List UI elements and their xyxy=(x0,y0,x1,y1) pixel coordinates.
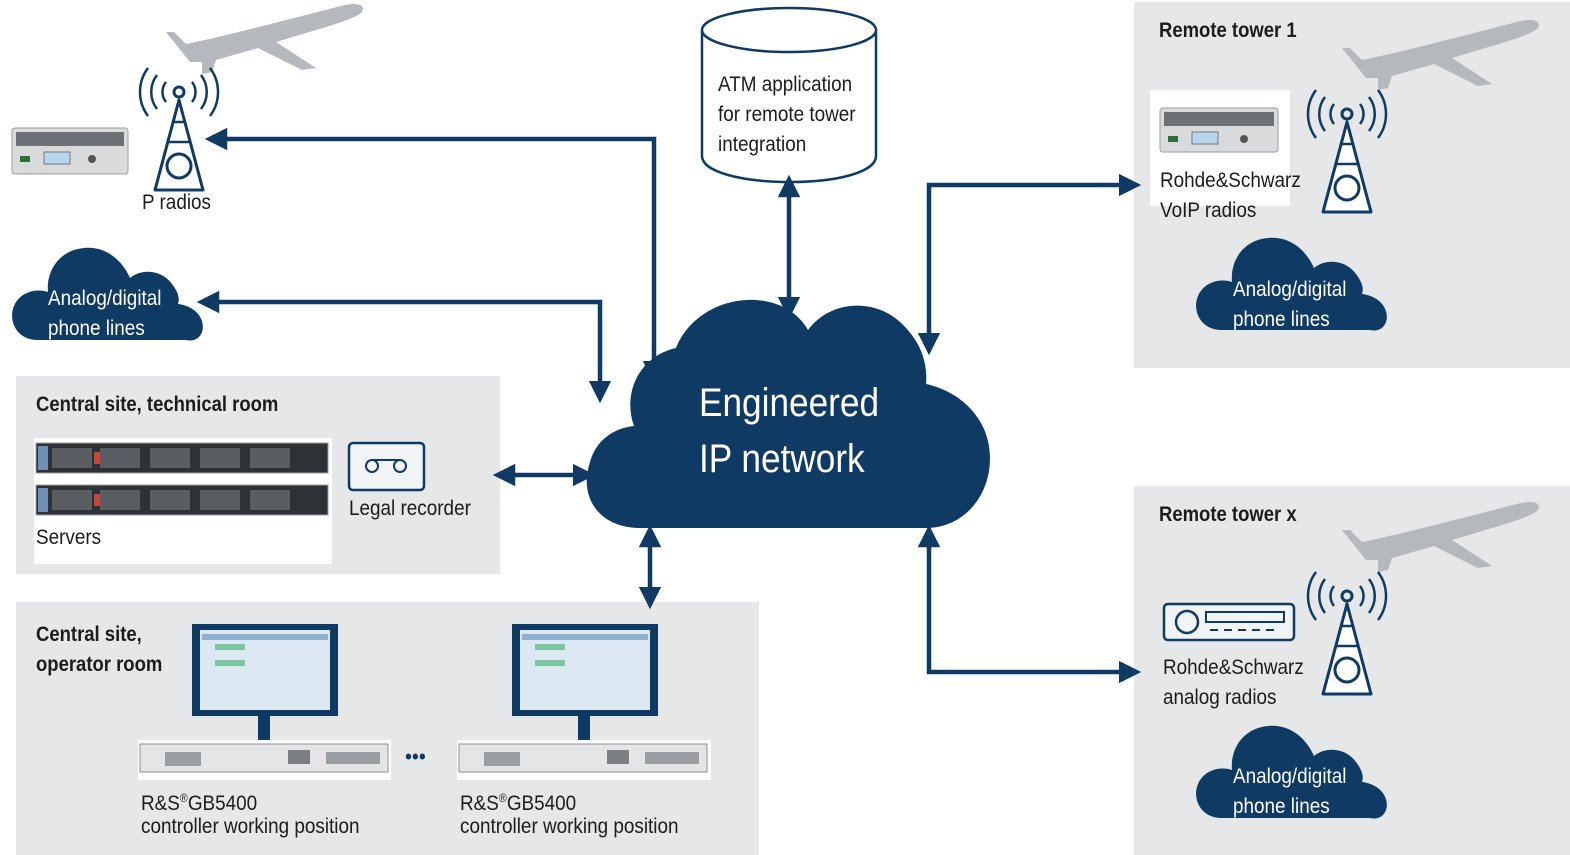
voip-radio-device xyxy=(1159,107,1279,153)
tower1-radio-line1: Rohde&Schwarz xyxy=(1160,169,1301,192)
atm-line3: integration xyxy=(718,133,807,156)
towerx-radio-line2: analog radios xyxy=(1163,686,1277,709)
ip-network-line1: Engineered xyxy=(699,381,880,425)
atm-line1: ATM application xyxy=(718,73,853,96)
working-position-1 xyxy=(138,624,391,780)
working-position-1-name: R&S®GB5400 xyxy=(141,791,258,815)
tower1-phone-line2: phone lines xyxy=(1233,308,1330,331)
legal-recorder-label: Legal recorder xyxy=(349,497,471,520)
working-position-2-name: R&S®GB5400 xyxy=(460,791,577,815)
working-position-1-desc: controller working position xyxy=(141,815,360,838)
tower1-phone-line1: Analog/digital xyxy=(1233,278,1347,301)
working-position-2 xyxy=(457,624,711,780)
tech-room-title: Central site, technical room xyxy=(36,393,279,416)
ip-network-line2: IP network xyxy=(699,437,865,481)
towerx-phone-line1: Analog/digital xyxy=(1233,765,1347,788)
atm-line2: for remote tower xyxy=(718,103,856,126)
p-radio-device xyxy=(11,127,129,175)
tower1-title: Remote tower 1 xyxy=(1159,19,1297,42)
p-radios-label: P radios xyxy=(142,191,212,214)
analog-radio-device xyxy=(1162,602,1296,642)
phone-left-line1: Analog/digital xyxy=(48,287,162,310)
positions-ellipsis: ••• xyxy=(405,744,426,769)
operator-room-title-line2: operator room xyxy=(36,653,163,676)
ip-network-cloud xyxy=(586,299,990,528)
towerx-title: Remote tower x xyxy=(1159,503,1297,526)
legal-recorder-device xyxy=(347,441,426,492)
operator-room-title-line1: Central site, xyxy=(36,623,142,646)
towerx-radio-line1: Rohde&Schwarz xyxy=(1163,656,1304,679)
towerx-phone-line2: phone lines xyxy=(1233,795,1330,818)
servers-label: Servers xyxy=(36,526,102,549)
tower1-radio-line2: VoIP radios xyxy=(1160,199,1257,222)
working-position-2-desc: controller working position xyxy=(460,815,679,838)
phone-left-line2: phone lines xyxy=(48,317,145,340)
server-rack xyxy=(35,442,329,516)
